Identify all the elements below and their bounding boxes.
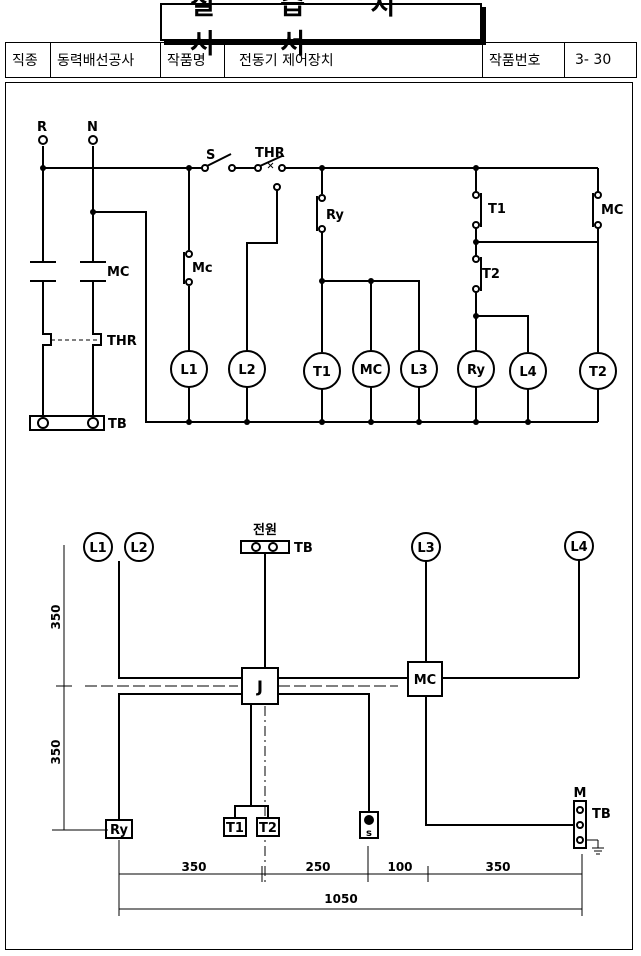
schematic-junction-dots [40,165,531,425]
load-circles [170,350,617,390]
label-ry-contact: Ry [326,208,344,223]
dim-h-3: 100 [387,860,412,874]
tb-block [29,415,105,431]
plan-label-power: 전원 [253,522,277,538]
load-label-l1: L1 [180,363,197,378]
dimension-lines [52,545,583,916]
drawing-frame [5,82,633,950]
field-value-work-name: 전동기 제어장치 [225,43,483,77]
schematic-terminals [38,135,602,293]
plan-label-tb-motor: TB [592,807,611,822]
label-supply-r: R [37,120,47,135]
label-thr-contact: THR [255,146,285,161]
label-switch-s: S [206,148,215,163]
plan-label-s: s [366,828,372,839]
plan-label-l3: L3 [417,541,434,556]
switch-indicator-dot [364,815,374,825]
plan-label-l4: L4 [570,540,587,555]
plan-label-junction: J [256,677,263,696]
plan-label-mc: MC [414,673,436,688]
load-label-ry: Ry [467,363,485,378]
tb-terminal-1 [37,417,49,429]
label-supply-n: N [87,120,98,135]
schematic-wires [30,146,599,423]
dim-h-2: 250 [305,860,330,874]
label-thr-main: THR [107,334,137,349]
label-mc-main: MC [107,265,129,280]
load-label-mc: MC [360,363,382,378]
document-title: 실 습 지 시 서 [190,0,424,60]
label-t2-contact: T2 [482,267,500,282]
load-label-l4: L4 [519,365,536,380]
ground-symbol [586,839,604,855]
plan-label-ry: Ry [110,823,128,838]
plan-label-t1: T1 [226,821,244,836]
tb-terminal-2 [87,417,99,429]
dim-total: 1050 [324,892,357,906]
label-tb: TB [108,417,127,432]
motor-terminal-1 [576,806,584,814]
load-label-l3: L3 [410,363,427,378]
dim-vertical-top: 350 [49,604,63,629]
layout-dashed-lines [85,685,398,886]
label-mc-contact: MC [601,203,623,218]
plan-label-l2: L2 [130,541,147,556]
load-label-l2: L2 [238,363,255,378]
info-table: 직종 동력배선공사 작품명 전동기 제어장치 작품번호 3- 30 [5,42,637,78]
layout-wiring [118,553,580,826]
power-terminal-1 [251,542,261,552]
label-mc-aux: Mc [192,261,213,276]
schematic-contacts [183,153,594,291]
field-label-job: 직종 [6,43,51,77]
motor-terminal-3 [576,836,584,844]
plan-label-l1: L1 [89,541,106,556]
plan-label-t2: T2 [259,821,277,836]
load-label-t2: T2 [589,365,607,380]
field-label-work-name: 작품명 [161,43,225,77]
dim-h-1: 350 [181,860,206,874]
field-label-work-number: 작품번호 [483,43,565,77]
power-terminal-2 [268,542,278,552]
dim-h-4: 350 [485,860,510,874]
field-value-work-number: 3- 30 [575,52,612,68]
plan-label-tb-power: TB [294,541,313,556]
load-label-t1: T1 [313,365,331,380]
motor-terminal-2 [576,821,584,829]
plan-label-motor: M [574,786,587,801]
field-value-job: 동력배선공사 [51,43,161,77]
layout-symbols [83,531,594,849]
label-t1-contact: T1 [488,202,506,217]
document-title-box: 실 습 지 시 서 [160,0,482,60]
dim-vertical-bottom: 350 [49,739,63,764]
